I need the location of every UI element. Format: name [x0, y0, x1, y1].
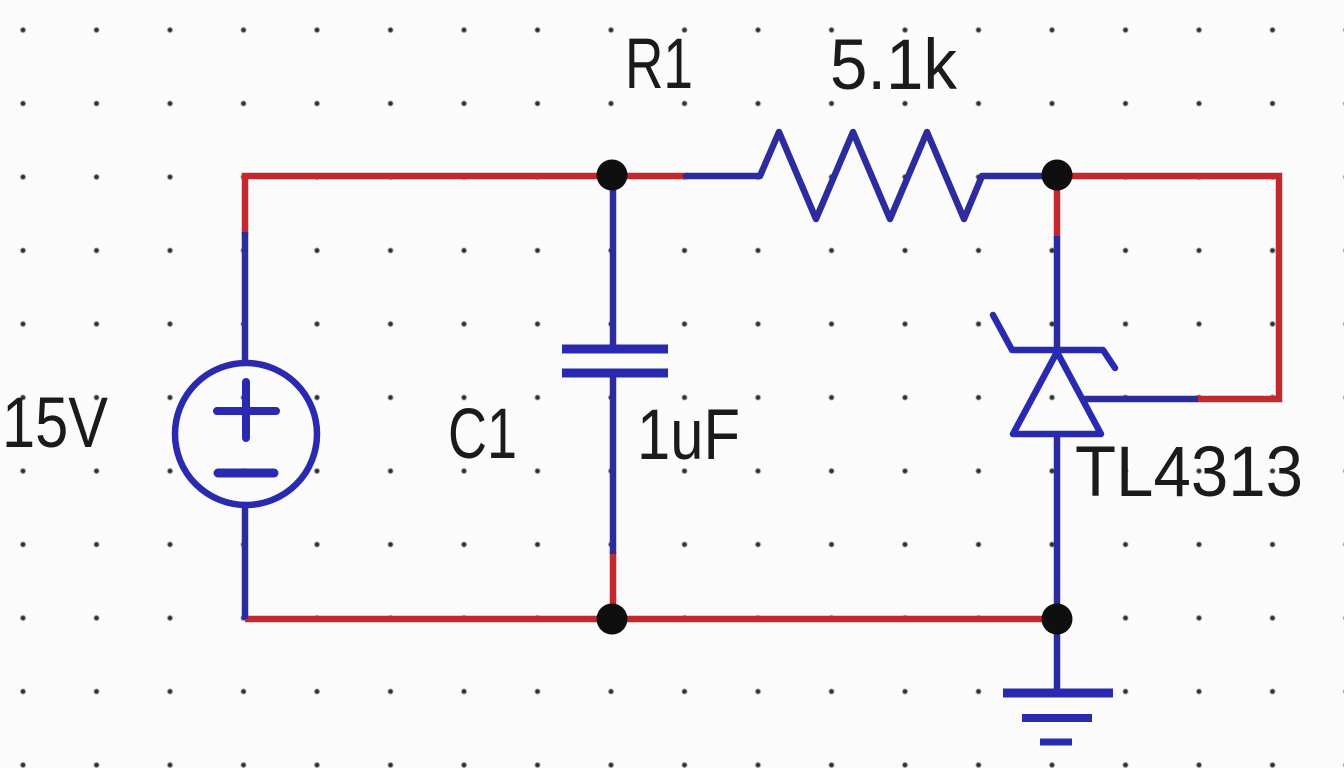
plus-icon [213, 378, 280, 442]
source-value-label[interactable]: 15V [2, 384, 109, 463]
resistor-value-label[interactable]: 5.1k [830, 26, 957, 105]
wire-top-left[interactable] [241, 172, 688, 234]
capacitor-value-label[interactable]: 1uF [637, 396, 740, 475]
resistor-symbol[interactable] [682, 128, 1061, 223]
regulator-triangle[interactable] [1009, 348, 1105, 438]
voltage-source-symbol[interactable] [171, 359, 321, 509]
voltage-source-circle[interactable] [171, 359, 321, 509]
junction-dot [1041, 159, 1073, 191]
capacitor-symbol[interactable] [562, 344, 668, 378]
junction-dot [596, 159, 628, 191]
capacitor-ref-label[interactable]: C1 [448, 395, 517, 474]
tl431-regulator-symbol[interactable] [989, 311, 1119, 438]
regulator-part-label[interactable]: TL4313 [1075, 433, 1303, 512]
ground-symbol[interactable] [1003, 688, 1113, 746]
resistor-zigzag[interactable] [682, 128, 1061, 223]
junction-dot [1041, 603, 1073, 635]
wire-top-right-feedback[interactable] [1057, 172, 1283, 403]
junction-dot [596, 603, 628, 635]
resistor-ref-label[interactable]: R1 [625, 25, 693, 104]
